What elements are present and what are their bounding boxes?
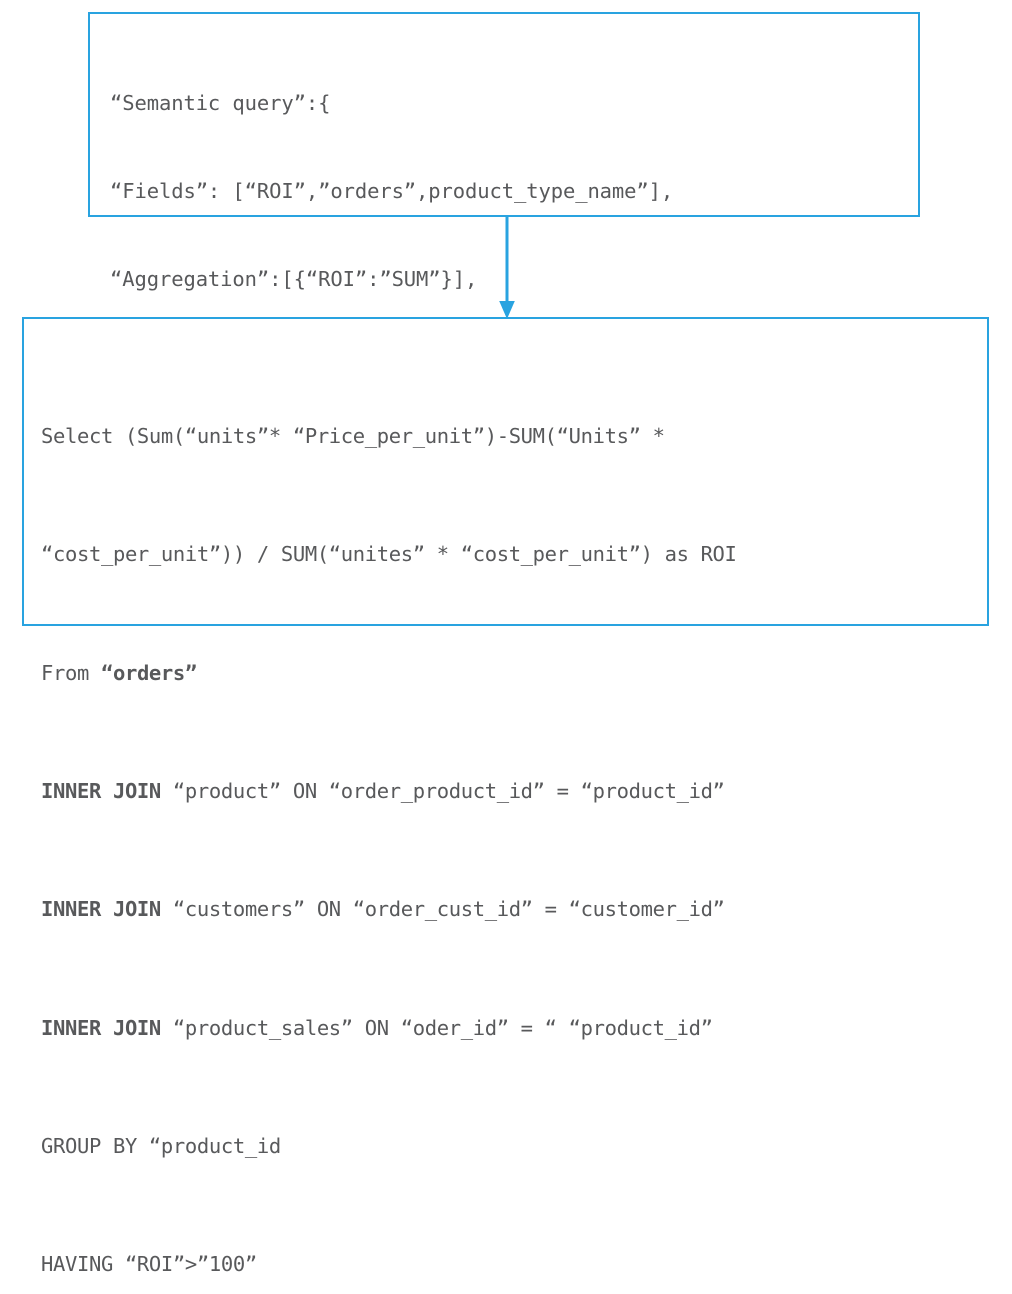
semantic-query-line: “Aggregation”:[{“ROI”:”SUM”}], — [110, 266, 478, 291]
sql-line: From “orders” — [41, 659, 737, 689]
sql-segment: “customers” ON “order_cust_id” = “custom… — [160, 897, 725, 922]
generated-sql-box: Select (Sum(“units”* “Price_per_unit”)-S… — [22, 317, 989, 1276]
semantic-query-line: “Fields”: [“ROI”,”orders”,product_type_n… — [110, 179, 674, 204]
generated-sql-code: Select (Sum(“units”* “Price_per_unit”)-S… — [41, 333, 737, 1294]
sql-keyword-inner-join: INNER JOIN — [41, 897, 161, 922]
sql-segment-bold: “orders” — [100, 660, 197, 685]
sql-segment: “product_sales” ON “oder_id” = “ “produc… — [160, 1015, 713, 1040]
sql-segment: GROUP BY “product_id — [41, 1134, 281, 1159]
query-translation-diagram: “Semantic query”:{ “Fields”: [“ROI”,”ord… — [22, 12, 989, 1276]
sql-line: INNER JOIN “customers” ON “order_cust_id… — [41, 895, 737, 925]
sql-keyword-inner-join: INNER JOIN — [41, 1015, 161, 1040]
sql-line: INNER JOIN “product” ON “order_product_i… — [41, 777, 737, 807]
sql-segment: Select (Sum(“units”* “Price_per_unit”)-S… — [41, 423, 665, 448]
sql-segment: “cost_per_unit”)) / SUM(“unites” * “cost… — [41, 542, 737, 567]
semantic-query-line: “Semantic query”:{ — [110, 91, 331, 116]
sql-segment: HAVING “ROI”>”100” — [41, 1252, 257, 1277]
sql-segment: “product” ON “order_product_id” = “produ… — [160, 778, 725, 803]
semantic-query-box: “Semantic query”:{ “Fields”: [“ROI”,”ord… — [88, 12, 920, 466]
sql-line: INNER JOIN “product_sales” ON “oder_id” … — [41, 1014, 737, 1044]
sql-line: “cost_per_unit”)) / SUM(“unites” * “cost… — [41, 540, 737, 570]
sql-line: Select (Sum(“units”* “Price_per_unit”)-S… — [41, 422, 737, 452]
sql-line: HAVING “ROI”>”100” — [41, 1250, 737, 1280]
sql-keyword-inner-join: INNER JOIN — [41, 778, 161, 803]
sql-line: GROUP BY “product_id — [41, 1132, 737, 1162]
sql-segment: From — [41, 660, 101, 685]
downward-arrow-icon — [496, 215, 518, 320]
